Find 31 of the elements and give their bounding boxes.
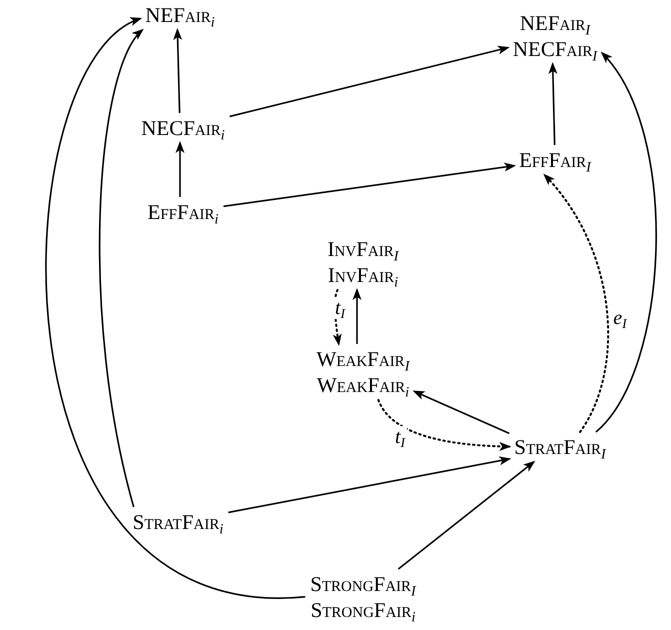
node-label: EffFair$_{i}$ [148,199,218,225]
node-label: StrongFair$_{i}$ [310,597,416,623]
node-label: NEFair$_{i}$ [145,2,215,28]
arrow [45,18,306,598]
node-label: StratFair$_{I}$ [514,434,606,460]
arrow [98,28,144,508]
edge-label: t$_{I}$ [392,426,408,448]
arrow [352,288,362,344]
node-label: NEFair$_{I}$ [518,10,592,36]
arrow [412,390,510,434]
node-label: StratFair$_{i}$ [132,509,224,535]
dotted-arrow [543,173,610,433]
arrow [230,46,510,118]
dotted-arrow [332,289,342,346]
node-label: InvFair$_{i}$ [328,262,398,288]
node-label: WeakFair$_{i}$ [316,372,410,398]
arrow [223,162,516,208]
arrow [228,456,512,514]
node-label: StrongFair$_{I}$ [310,571,416,597]
arrow [176,141,184,197]
node-label: WeakFair$_{I}$ [316,346,410,372]
node-label: NECFair$_{I}$ [512,36,598,62]
arrow [548,62,558,146]
node-label: NECFair$_{i}$ [141,115,225,141]
node-label: EffFair$_{I}$ [519,147,591,173]
edge-label: t$_{I}$ [332,297,348,319]
arrow [173,28,182,114]
node-label: InvFair$_{I}$ [328,236,398,262]
dotted-arrow [377,399,512,451]
arrow [398,460,536,570]
arrow [595,51,657,433]
